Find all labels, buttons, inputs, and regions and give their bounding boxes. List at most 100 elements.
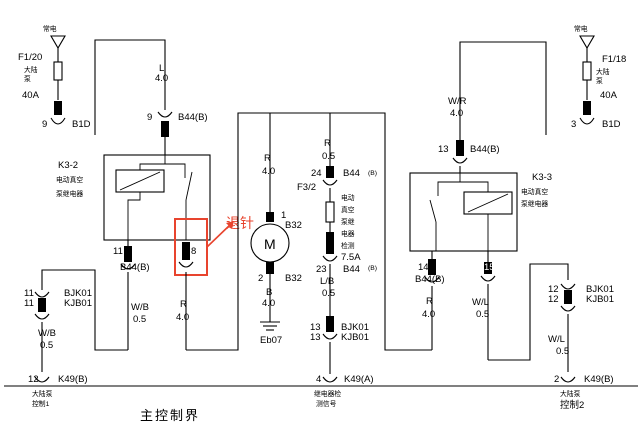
- right-b1d-pin: 3: [571, 119, 576, 130]
- center-wire-b-size: 4.0: [262, 298, 275, 309]
- retract-arrow-icon: [206, 222, 233, 248]
- center-b32-top: B32: [285, 220, 302, 231]
- center-wire-r2-color: R: [324, 138, 331, 149]
- center-fuse-amp: 7.5A: [341, 252, 361, 263]
- left-wire-l-color: L: [159, 63, 164, 74]
- right-wire-wl-size: 0.5: [476, 309, 489, 320]
- center-ground-label: Eb07: [260, 335, 282, 346]
- center-fuse-desc-2: 真空: [341, 205, 355, 214]
- center-k49-conn: K49(A): [344, 374, 374, 385]
- footer-title: 主控制界: [140, 408, 200, 423]
- left-pin8-connector-icon: [182, 242, 190, 260]
- right-wire-r-size: 4.0: [422, 309, 435, 320]
- right-fuse-name-2: 泵: [596, 77, 603, 85]
- left-wire-r-size: 4.0: [176, 312, 189, 323]
- left-wire-wb2-color: W/B: [38, 328, 56, 339]
- left-power-label: 常电: [43, 24, 57, 33]
- center-motor-pin1: 1: [281, 210, 286, 221]
- center-pin24: 24: [311, 168, 322, 179]
- left-k49-conn: K49(B): [58, 374, 88, 385]
- center-motor-pin2: 2: [258, 273, 263, 284]
- left-pin8-label: 8: [191, 246, 196, 257]
- left-bjk-pin-a: 11: [24, 288, 34, 299]
- center-fuse-desc-5: 检测: [341, 241, 355, 250]
- right-wire-wr-color: W/R: [448, 96, 467, 107]
- right-power-label: 常电: [574, 24, 588, 33]
- center-bjk-conn: BJK01: [341, 322, 369, 333]
- right-pin14: 14: [418, 262, 429, 273]
- right-fuse-icon: [582, 61, 592, 81]
- left-fuse-icon: [53, 61, 63, 81]
- left-circuit: 常电 F1/20 大陆 泵 40A 9 B1D L 4.0 9 B44(B) K…: [18, 24, 432, 408]
- left-b44-top-connector-icon: [161, 121, 169, 137]
- retract-note: 退针: [226, 216, 254, 232]
- left-b1d-conn: B1D: [72, 119, 91, 130]
- center-bottom-label1: 继电器检: [314, 389, 341, 398]
- center-fuse-desc-4: 电器: [341, 229, 355, 238]
- center-b44-24: B44: [343, 168, 360, 179]
- right-bjk-conn: BJK01: [586, 284, 614, 295]
- center-b44-24-connector-icon: [326, 166, 334, 178]
- center-pin23: 23: [316, 264, 327, 275]
- center-wire-b-color: B: [266, 287, 272, 298]
- right-bjk-pin-b: 12: [548, 294, 559, 305]
- right-kjb-conn: KJB01: [586, 294, 614, 305]
- left-wire-l-size: 4.0: [155, 73, 168, 84]
- center-b44-24-sub: (B): [368, 170, 377, 177]
- right-fuse-id: F1/18: [602, 54, 626, 65]
- left-relay-desc2: 泵继电器: [56, 189, 83, 198]
- center-motor-bottom-pin-icon: [266, 262, 274, 274]
- left-bjk-connector-icon: [38, 298, 46, 312]
- left-bjk-pin-b: 11: [24, 298, 34, 309]
- right-wire-wl-color: W/L: [472, 297, 489, 308]
- left-k49-pin: 12: [28, 374, 39, 385]
- left-fuse-amp: 40A: [22, 90, 40, 101]
- left-b1d-pin: 9: [42, 119, 47, 130]
- left-bottom-label1: 大陆泵: [32, 389, 53, 398]
- left-b44-low-conn: B44(B): [120, 262, 150, 273]
- left-kjb-conn: KJB01: [64, 298, 92, 309]
- left-bottom-label2: 控制1: [32, 399, 50, 408]
- right-relay-box: [409, 172, 518, 252]
- center-wire-r-size: 4.0: [262, 166, 275, 177]
- right-b44-14-conn: B44(B): [415, 274, 445, 285]
- center-pin13b: 13: [310, 332, 321, 343]
- center-fuse-holder-icon: [326, 232, 334, 254]
- right-bjk-connector-icon: [564, 290, 572, 304]
- right-bjk-pin-a: 12: [548, 284, 559, 295]
- right-fuse-name-1: 大陆: [596, 67, 610, 76]
- right-relay-switch-icon: [429, 199, 437, 223]
- left-fuse-name-2: 泵: [24, 75, 31, 83]
- right-fuse-amp: 40A: [600, 90, 618, 101]
- center-wire-r-color: R: [264, 153, 271, 164]
- left-wire-wb-color: W/B: [131, 302, 149, 313]
- right-b1d-connector-icon: [583, 101, 591, 115]
- left-fuse-id: F1/20: [18, 52, 42, 63]
- left-b1d-connector-icon: [54, 101, 62, 115]
- left-b44-top-conn: B44(B): [178, 112, 208, 123]
- right-k49-conn: K49(B): [584, 374, 614, 385]
- right-relay-desc1: 电动真空: [521, 187, 548, 196]
- right-b44-top-connector-icon: [456, 140, 464, 156]
- left-power-terminal-icon: [50, 35, 66, 50]
- right-power-terminal-icon: [579, 35, 595, 50]
- center-fuse-id: F3/2: [297, 182, 316, 193]
- left-wire-wb2-size: 0.5: [40, 340, 53, 351]
- left-relay-name: K3-2: [58, 160, 78, 171]
- left-b44-low-pin: 11: [113, 246, 123, 257]
- center-wire-r2-size: 0.5: [322, 151, 335, 162]
- center-motor-top-pin-icon: [266, 212, 274, 222]
- right-wire-wr-size: 4.0: [450, 108, 463, 119]
- left-relay-box: [103, 154, 211, 241]
- right-wire-wl2-color: W/L: [548, 334, 565, 345]
- right-pin15: 15: [484, 262, 495, 273]
- right-relay-desc2: 泵继电器: [521, 199, 548, 208]
- left-b44-top-pin: 9: [147, 112, 152, 123]
- center-bjk-connector-icon: [326, 316, 334, 332]
- center-b44-23: B44: [343, 264, 360, 275]
- right-k49-pin: 2: [554, 374, 559, 385]
- right-bottom-label2: 控制2: [560, 399, 584, 411]
- right-b44-14-connector-icon: [428, 259, 436, 275]
- right-wire-wl2-size: 0.5: [556, 346, 569, 357]
